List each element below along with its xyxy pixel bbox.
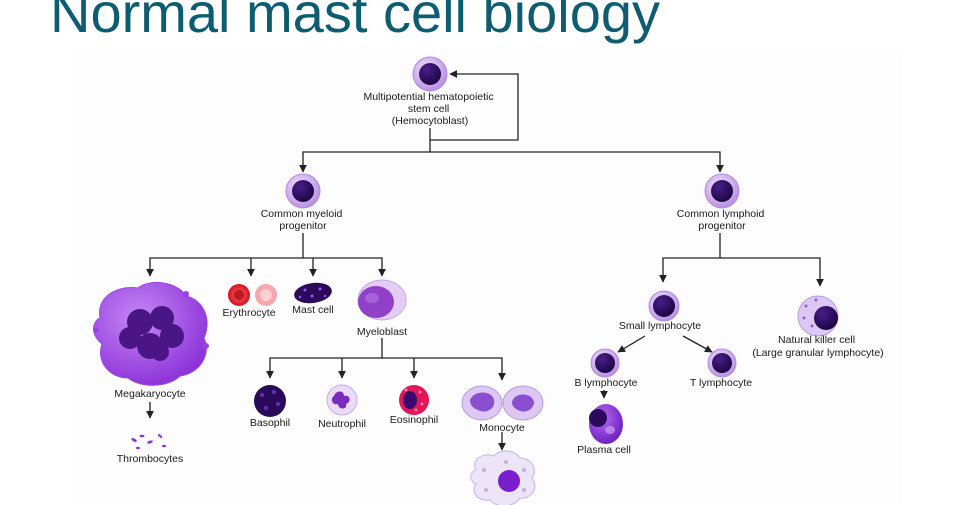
small-lymphocyte-icon	[648, 290, 680, 322]
myeloblast-icon	[357, 279, 407, 321]
thrombocytes-label: Thrombocytes	[117, 453, 184, 465]
stem-to-lymphoid-arrow	[430, 151, 724, 173]
lymphoid-to-small-lymphocyte-arrow	[659, 233, 721, 283]
lymphoid-progenitor-icon	[704, 173, 740, 209]
lymphoid-progenitor-label: Common lymphoid progenitor	[677, 208, 767, 232]
to-b-lymphocyte-arrow	[617, 335, 646, 353]
erythrocyte-icon	[228, 284, 277, 306]
mast-cell-icon	[294, 282, 332, 304]
b-lymphocyte-icon	[590, 348, 620, 378]
page-title: Normal mast cell biology	[50, 0, 660, 44]
megakaryocyte-icon	[93, 281, 209, 386]
erythrocyte-label: Erythrocyte	[222, 307, 275, 319]
nk-cell-label: Natural killer cell (Large granular lymp…	[752, 334, 883, 359]
lymphoid-to-nk-arrow	[720, 257, 824, 287]
myeloid-to-megakaryocyte-arrow	[146, 233, 304, 277]
neutrophil-label: Neutrophil	[318, 418, 366, 430]
eosinophil-label: Eosinophil	[390, 414, 438, 426]
stem-cell-label: Multipotential hematopoietic stem cell (…	[363, 91, 496, 127]
myeloblast-label: Myeloblast	[357, 326, 407, 338]
connector-lines	[146, 70, 824, 451]
eosinophil-icon	[399, 385, 429, 415]
myeloid-to-myeloblast-arrow	[303, 257, 386, 277]
macrophage-icon	[470, 450, 536, 505]
basophil-icon	[254, 385, 286, 417]
myeloid-progenitor-label: Common myeloid progenitor	[261, 208, 346, 232]
stem-cell-icon	[412, 56, 448, 92]
t-lymphocyte-icon	[707, 348, 737, 378]
mast-cell-label: Mast cell	[292, 304, 333, 316]
thrombocytes-icon	[131, 434, 166, 450]
stem-to-myeloid-arrow	[299, 140, 431, 173]
basophil-label: Basophil	[250, 417, 290, 429]
plasma-cell-icon	[589, 404, 623, 444]
self-renewal-arrow	[429, 70, 519, 141]
monocyte-icon	[461, 385, 544, 421]
neutrophil-icon	[326, 384, 358, 416]
myeloblast-to-basophil-arrow	[266, 338, 383, 379]
megakaryocyte-label: Megakaryocyte	[114, 388, 185, 400]
small-lymphocyte-label: Small lymphocyte	[619, 320, 701, 332]
to-t-lymphocyte-arrow	[682, 335, 713, 353]
monocyte-label: Monocyte	[479, 422, 525, 434]
myeloid-progenitor-icon	[285, 173, 321, 209]
t-lymphocyte-label: T lymphocyte	[690, 377, 752, 389]
plasma-cell-label: Plasma cell	[577, 444, 631, 456]
b-lymphocyte-label: B lymphocyte	[574, 377, 637, 389]
nk-cell-icon	[797, 295, 839, 337]
diagram-panel	[72, 50, 902, 505]
myeloblast-to-monocyte-arrow	[382, 357, 506, 381]
